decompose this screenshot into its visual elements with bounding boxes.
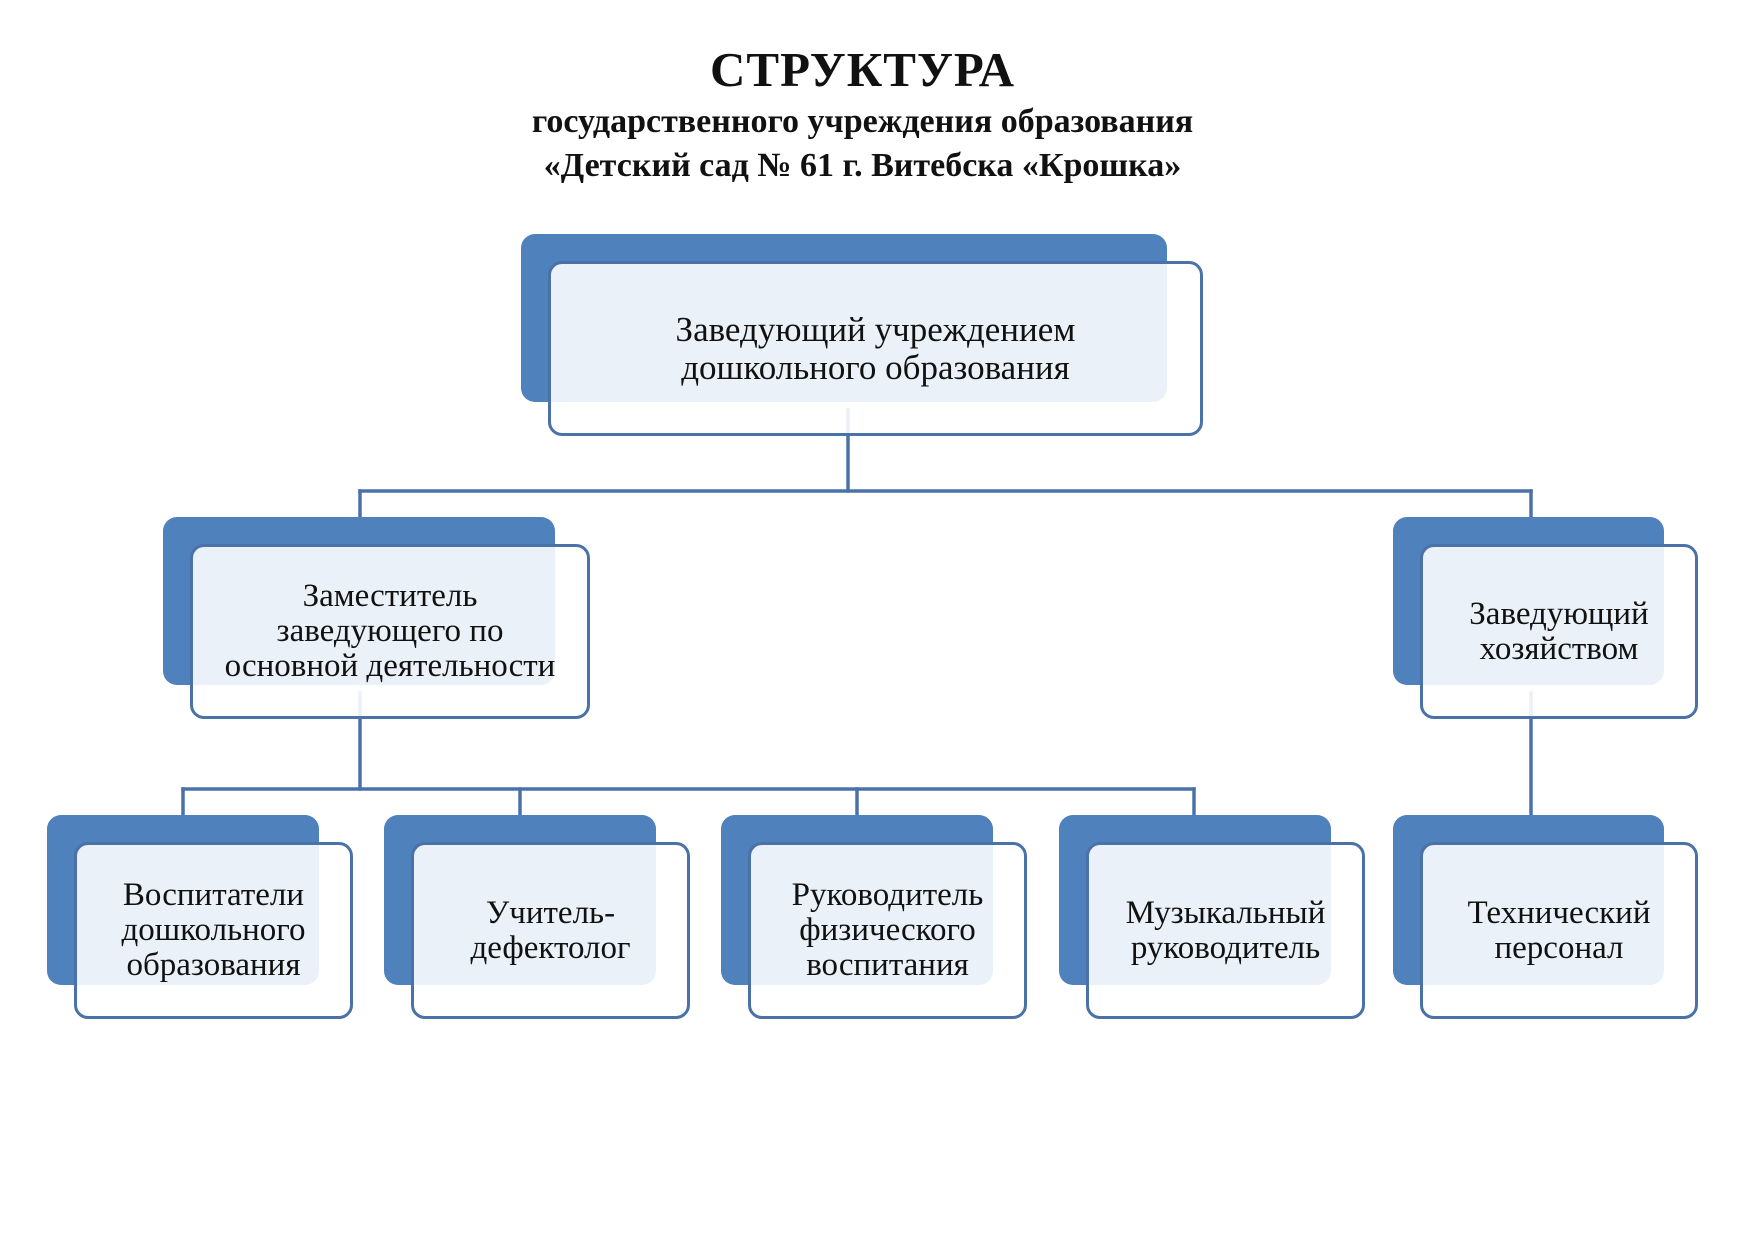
diagram-title: СТРУКТУРА — [710, 42, 1015, 97]
node-physical-ed: Руководитель физического воспитания — [721, 815, 1027, 1019]
node-technical: Технический персонал — [1393, 815, 1698, 1019]
diagram-header: СТРУКТУРА государственного учреждения об… — [0, 40, 1725, 188]
diagram-subtitle-line2: «Детский сад № 61 г. Витебска «Крошка» — [543, 147, 1182, 184]
node-head: Заведующий учреждением дошкольного образ… — [521, 234, 1203, 436]
diagram-subtitle-line1: государственного учреждения образования — [531, 103, 1194, 140]
node-deputy-label: Заместитель заведующего по основной деят… — [190, 544, 590, 719]
node-head-label: Заведующий учреждением дошкольного образ… — [548, 261, 1203, 436]
node-defectologist: Учитель- дефектолог — [384, 815, 690, 1019]
node-housekeeper: Заведующий хозяйством — [1393, 517, 1698, 719]
node-housekeeper-label: Заведующий хозяйством — [1420, 544, 1698, 719]
node-music: Музыкальный руководитель — [1059, 815, 1365, 1019]
node-physical-ed-label: Руководитель физического воспитания — [748, 842, 1027, 1019]
node-educators-label: Воспитатели дошкольного образования — [74, 842, 353, 1019]
node-educators: Воспитатели дошкольного образования — [47, 815, 353, 1019]
node-technical-label: Технический персонал — [1420, 842, 1698, 1019]
node-defectologist-label: Учитель- дефектолог — [411, 842, 690, 1019]
node-music-label: Музыкальный руководитель — [1086, 842, 1365, 1019]
node-deputy: Заместитель заведующего по основной деят… — [163, 517, 590, 719]
